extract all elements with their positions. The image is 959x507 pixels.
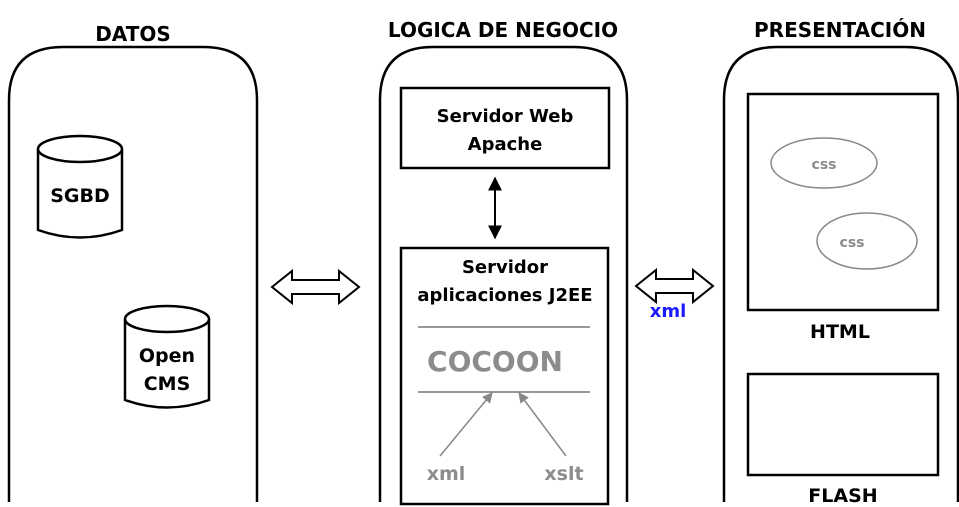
xml-to-cocoon-arrow bbox=[439, 392, 493, 457]
css-ellipse-1 bbox=[770, 137, 878, 189]
column-title-logica: LOGICA DE NEGOCIO bbox=[388, 18, 618, 42]
apache-label-line2: Apache bbox=[468, 134, 543, 155]
j2ee-label-line2: aplicaciones J2EE bbox=[417, 285, 592, 306]
datos-panel bbox=[7, 45, 259, 502]
opencms-label-line1: Open bbox=[139, 345, 195, 367]
logica-panel bbox=[378, 45, 629, 502]
xml-input-label: xml bbox=[427, 463, 466, 485]
opencms-label-line2: CMS bbox=[144, 373, 191, 395]
xslt-to-cocoon-arrow bbox=[518, 392, 567, 457]
html-label: HTML bbox=[810, 321, 870, 343]
css-label-1: css bbox=[812, 157, 837, 173]
html-box bbox=[746, 92, 940, 312]
css-ellipse-2 bbox=[816, 212, 918, 270]
flash-label: FLASH bbox=[808, 485, 877, 507]
xml-connector-label: xml bbox=[650, 301, 687, 322]
apache-label-line1: Servidor Web bbox=[437, 106, 574, 127]
sgbd-label: SGBD bbox=[50, 185, 110, 207]
column-title-presentacion: PRESENTACIÓN bbox=[754, 18, 926, 42]
flash-box bbox=[746, 372, 940, 477]
j2ee-label-line1: Servidor bbox=[462, 257, 548, 278]
j2ee-server-box bbox=[399, 246, 610, 506]
cocoon-label: COCOON bbox=[427, 345, 563, 378]
logica-presentacion-double-arrow bbox=[634, 267, 715, 305]
xslt-input-label: xslt bbox=[544, 463, 583, 485]
sgbd-database-icon bbox=[36, 134, 124, 239]
css-label-2: css bbox=[840, 235, 865, 251]
column-title-datos: DATOS bbox=[95, 22, 171, 46]
opencms-database-icon bbox=[123, 304, 211, 409]
datos-logica-double-arrow bbox=[270, 268, 361, 306]
presentacion-panel bbox=[722, 45, 959, 502]
apache-server-box bbox=[399, 86, 611, 170]
